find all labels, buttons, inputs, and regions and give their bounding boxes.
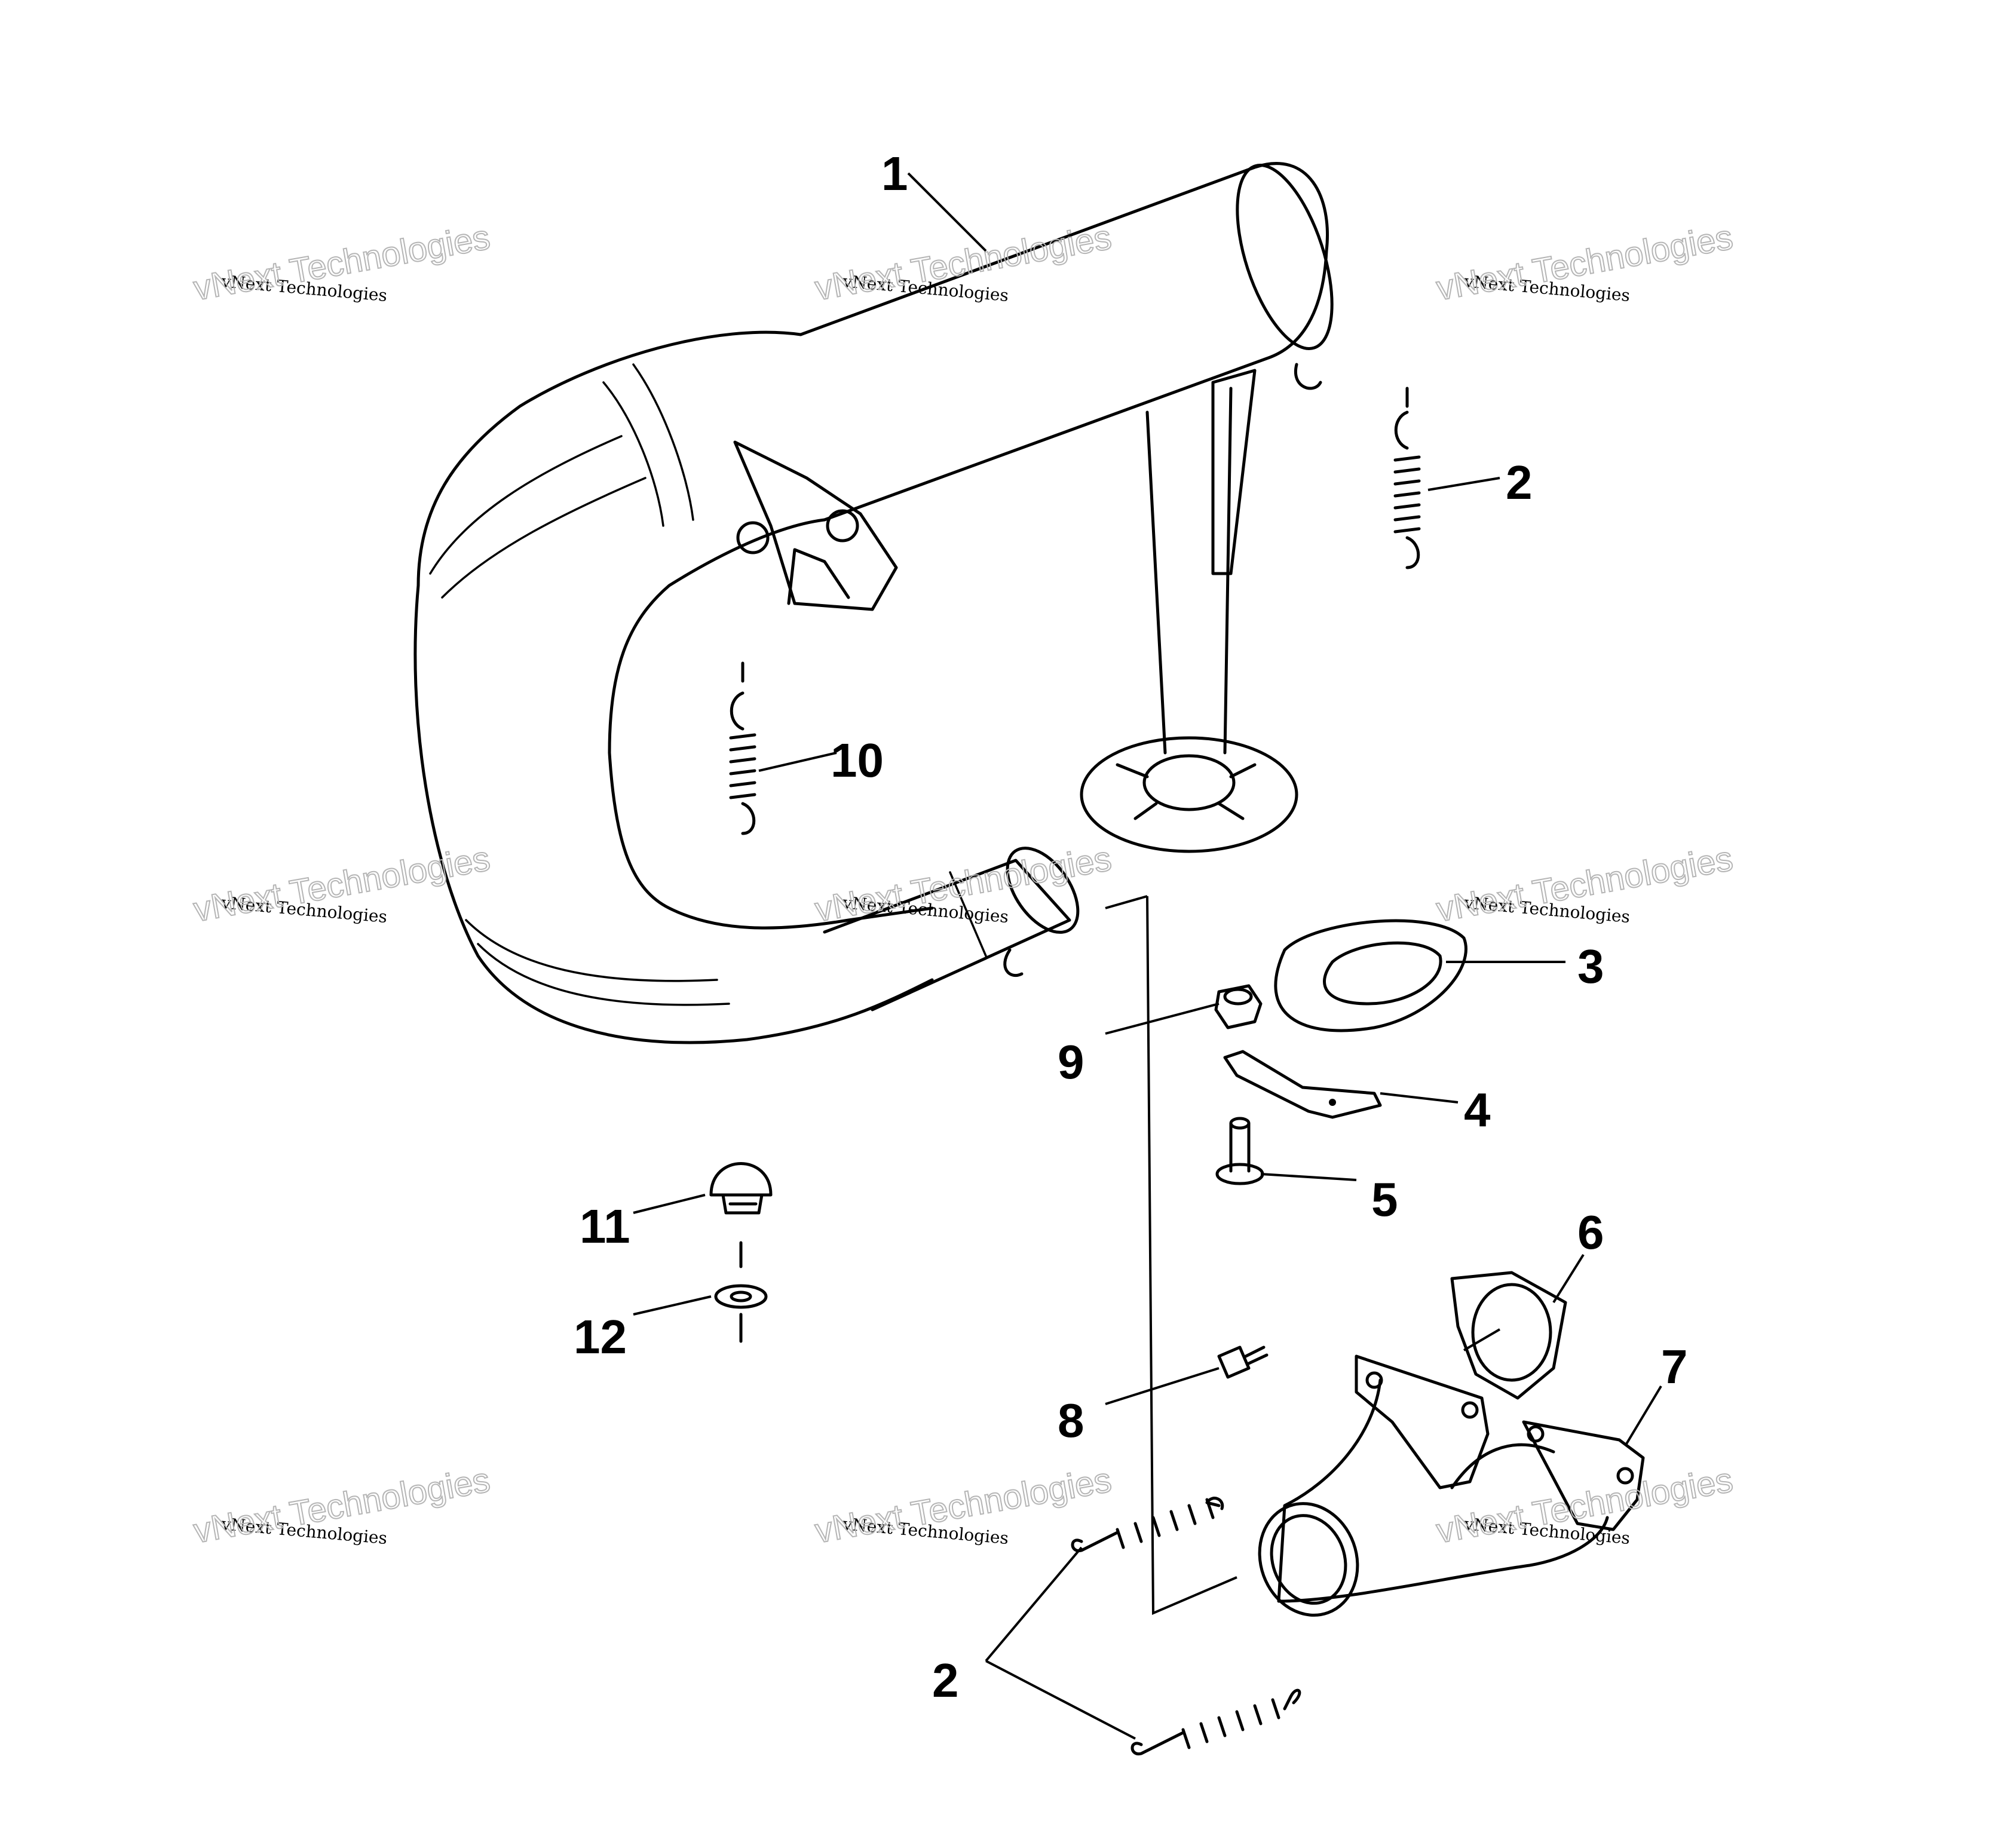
watermark: vNext Technologies vNext Technologies <box>190 217 494 308</box>
callout-11: 11 <box>580 1200 630 1253</box>
watermark: vNext Technologies vNext Technologies <box>1433 838 1736 930</box>
watermark: vNext Technologies vNext Technologies <box>1433 1460 1736 1551</box>
fitting-8 <box>1217 1345 1269 1379</box>
watermark: vNext Technologies vNext Technologies <box>190 1460 494 1551</box>
callout-8: 8 <box>1058 1394 1084 1447</box>
plug-11 <box>709 1162 773 1268</box>
watermark: vNext Technologies vNext Technologies <box>811 217 1115 308</box>
callout-1: 1 <box>881 147 908 200</box>
callout-3: 3 <box>1577 940 1604 993</box>
washer-12 <box>714 1284 768 1343</box>
callout-5: 5 <box>1371 1173 1398 1226</box>
watermark: vNext Technologies vNext Technologies <box>811 838 1115 930</box>
watermark: vNext Technologies vNext Technologies <box>190 838 494 930</box>
leader-lines <box>633 172 1662 1740</box>
gasket-3 <box>1274 919 1467 1032</box>
gasket-6 <box>1450 1271 1567 1400</box>
callout-7: 7 <box>1661 1340 1688 1393</box>
callout-10: 10 <box>831 734 884 787</box>
bolt-5 <box>1215 1117 1264 1185</box>
spring-lower-1 <box>1071 1497 1224 1552</box>
watermark: vNext Technologies vNext Technologies <box>811 1460 1115 1551</box>
callout-labels: 1 2 2 3 4 5 6 7 8 9 10 11 12 <box>574 147 1688 1707</box>
callout-4: 4 <box>1464 1083 1491 1136</box>
spring-10 <box>729 661 756 835</box>
manifold-7 <box>1258 1354 1645 1617</box>
callout-12: 12 <box>574 1310 627 1363</box>
spring-upper-right <box>1393 387 1421 569</box>
watermarks: vNext Technologies vNext Technologies vN… <box>190 217 1736 1551</box>
callout-9: 9 <box>1058 1035 1084 1089</box>
nut-9 <box>1214 984 1263 1029</box>
watermark: vNext Technologies vNext Technologies <box>1433 217 1736 308</box>
exhaust-pipe-assembly <box>413 162 1334 1044</box>
bracket-4 <box>1223 1050 1382 1119</box>
assembly-line <box>1105 895 1237 1616</box>
callout-6: 6 <box>1577 1206 1604 1259</box>
callout-2-lower: 2 <box>932 1654 959 1707</box>
callout-2-upper: 2 <box>1506 456 1533 509</box>
spring-lower-2 <box>1130 1688 1301 1755</box>
